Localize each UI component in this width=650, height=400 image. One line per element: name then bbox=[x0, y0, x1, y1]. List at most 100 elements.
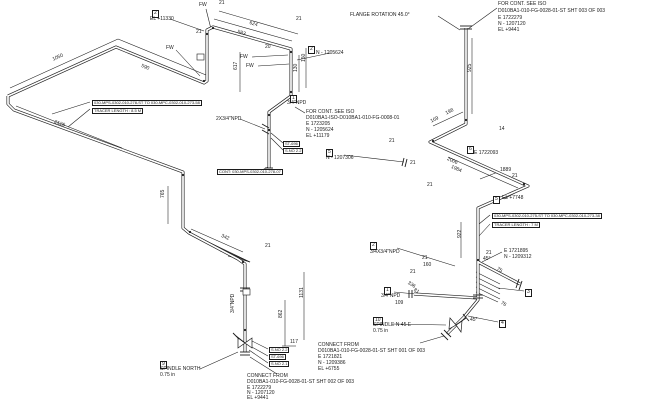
dimension-lines bbox=[9, 10, 523, 347]
dimension-label: 1050 bbox=[51, 52, 65, 63]
easting-label: E 1721821 bbox=[318, 354, 343, 360]
line-number-tag: 030-MPS-0302-010-275-ST TO 030-MPC-0302-… bbox=[492, 213, 602, 220]
dimension-label: 21 bbox=[422, 255, 428, 261]
gate-valve-spindle-n45e bbox=[448, 313, 470, 333]
spindle-note: SPINDLE N 45 E bbox=[373, 322, 412, 328]
northing-label: N - 1207306 bbox=[326, 155, 354, 161]
dimension-label: 922 bbox=[457, 229, 463, 238]
point-number: 1 bbox=[384, 287, 391, 295]
dimension-label: 21 bbox=[427, 182, 433, 188]
drawing-number: D010BA1-ISO-D010BA1-010-FG-0008-01 bbox=[306, 115, 400, 121]
elevation-label: EL +9441 bbox=[498, 27, 520, 33]
northing-label: N - 1207120 bbox=[247, 390, 275, 396]
weld-dots bbox=[181, 26, 526, 332]
support-tag: S.NO 2.2 bbox=[283, 148, 304, 155]
field-weld-label: FW bbox=[240, 54, 248, 60]
point-number: 4 bbox=[499, 320, 506, 328]
point-number: 10 bbox=[373, 317, 383, 325]
dimension-label: 20 bbox=[265, 44, 271, 50]
elevation-label: EL +11179 bbox=[306, 133, 330, 139]
dimension-label: 75 bbox=[495, 266, 504, 275]
branch-stubs bbox=[261, 123, 270, 135]
dimension-label: 862 bbox=[278, 309, 284, 318]
northing-label: N - 1205624 bbox=[316, 50, 344, 56]
support-tag: ST-696 bbox=[269, 354, 286, 361]
northing-label: N - 1207120 bbox=[498, 21, 526, 27]
npd-size-label: 3/4"NPD bbox=[287, 100, 307, 106]
dimension-label: 342 bbox=[220, 233, 231, 242]
connect-note: CONNECT FROM bbox=[247, 373, 288, 379]
point-number: 2 bbox=[152, 10, 159, 18]
easting-label: E 1723205 bbox=[306, 121, 331, 127]
point-number: 6 bbox=[467, 146, 474, 154]
point-number: 5 bbox=[326, 149, 333, 157]
dimension-label: 590 bbox=[140, 63, 151, 72]
npd-size-label: 3/4"NPD bbox=[381, 293, 401, 299]
dimension-label: 1131 bbox=[299, 287, 305, 298]
elevation-label: EL +9441 bbox=[247, 395, 269, 400]
dimension-label: 2126 bbox=[53, 119, 66, 129]
line-number-tag: 030-MPS-0302-010-278-ST TO 030-MPC-0302-… bbox=[92, 100, 202, 107]
dimension-label: 624 bbox=[248, 20, 259, 29]
continuation-tag: CONT: 030-MPS-0302-010-278-07 bbox=[217, 169, 283, 176]
reference-box bbox=[242, 288, 251, 296]
point-number: 1 bbox=[290, 95, 297, 103]
field-weld-label: FW bbox=[166, 45, 174, 51]
dimension-label: 21 bbox=[486, 250, 492, 256]
flange-rotation-note: FLANGE ROTATION 45.0° bbox=[350, 12, 410, 18]
elevation-label: EL +7748 bbox=[502, 195, 524, 201]
easting-label: E 1722093 bbox=[474, 150, 499, 156]
drawing-number: D010BA1-010-FG-0028-01-ST SHT 002 OF 003 bbox=[247, 379, 355, 385]
spindle-note: SPINDLE NORTH bbox=[160, 366, 201, 372]
spindle-note: 0.75 in bbox=[160, 372, 176, 378]
leader-lines bbox=[51, 7, 525, 375]
elevation-label: EL +11330 bbox=[150, 16, 174, 22]
gate-valve-spindle-north bbox=[232, 332, 253, 349]
dimension-label: 76 bbox=[499, 300, 508, 309]
point-number: 2 bbox=[370, 242, 377, 250]
connect-note: CONNECT FROM bbox=[318, 342, 359, 348]
easting-label: E 1722279 bbox=[247, 385, 272, 391]
dimension-label: 81 bbox=[412, 287, 421, 296]
dimension-label: 765 bbox=[160, 189, 166, 198]
easting-label: E 1722279 bbox=[498, 15, 523, 21]
continuation-note: FOR CONT. SEE ISO bbox=[498, 1, 547, 7]
dimension-label: 109 bbox=[395, 300, 404, 306]
easting-label: E 1721895 bbox=[504, 248, 529, 254]
drawing-number: D010BA1-010-FG-0028-01-ST SHT 003 OF 003 bbox=[498, 8, 606, 14]
dimension-label: 14 bbox=[499, 126, 505, 132]
field-weld-label: FW bbox=[246, 63, 254, 69]
dimension-label: 130 bbox=[293, 63, 299, 72]
tracer-length-tag: TRACER LENGTH : 7 M bbox=[492, 222, 540, 229]
dimension-label: 21 bbox=[389, 138, 395, 144]
angle-label: 45° bbox=[470, 317, 478, 323]
field-weld-label: FW bbox=[199, 2, 207, 8]
dimension-label: 925 bbox=[467, 63, 473, 72]
point-number: 5 bbox=[493, 196, 500, 204]
dimension-label: 117 bbox=[290, 339, 298, 345]
spindle-note: 0.75 in bbox=[373, 328, 389, 334]
dimension-label: 169 bbox=[429, 115, 440, 125]
support-tag: S.NO 2.1 bbox=[269, 361, 290, 368]
northing-label: N - 1205624 bbox=[306, 127, 334, 133]
npd-size-label: 3/4"NPD bbox=[230, 293, 236, 313]
dimension-label: 198 bbox=[444, 107, 455, 117]
npd-size-label: 3/4X3/4"NPD bbox=[370, 249, 400, 255]
reference-box bbox=[196, 53, 205, 61]
drawing-number: D010BA1-010-FG-0028-01-ST SHT 001 OF 003 bbox=[318, 348, 426, 354]
point-number: 9 bbox=[160, 361, 167, 369]
dimension-label: 160 bbox=[423, 262, 432, 268]
continuation-note: FOR CONT. SEE ISO bbox=[306, 109, 355, 115]
dimension-label: 21 bbox=[296, 16, 302, 22]
tracer-length-tag: TRACER LENGTH : 8.5 M bbox=[92, 108, 144, 115]
dimension-label: 21 bbox=[219, 0, 225, 6]
support-tag: S.NO 2.2 bbox=[269, 347, 290, 354]
npd-size-label: 2X3/4"NPD bbox=[216, 116, 242, 122]
angle-label: 45° bbox=[483, 256, 491, 262]
dimension-label: 21 bbox=[410, 160, 416, 166]
dimension-label: 21 bbox=[512, 173, 518, 179]
support-tag: ST-696 bbox=[283, 141, 300, 148]
